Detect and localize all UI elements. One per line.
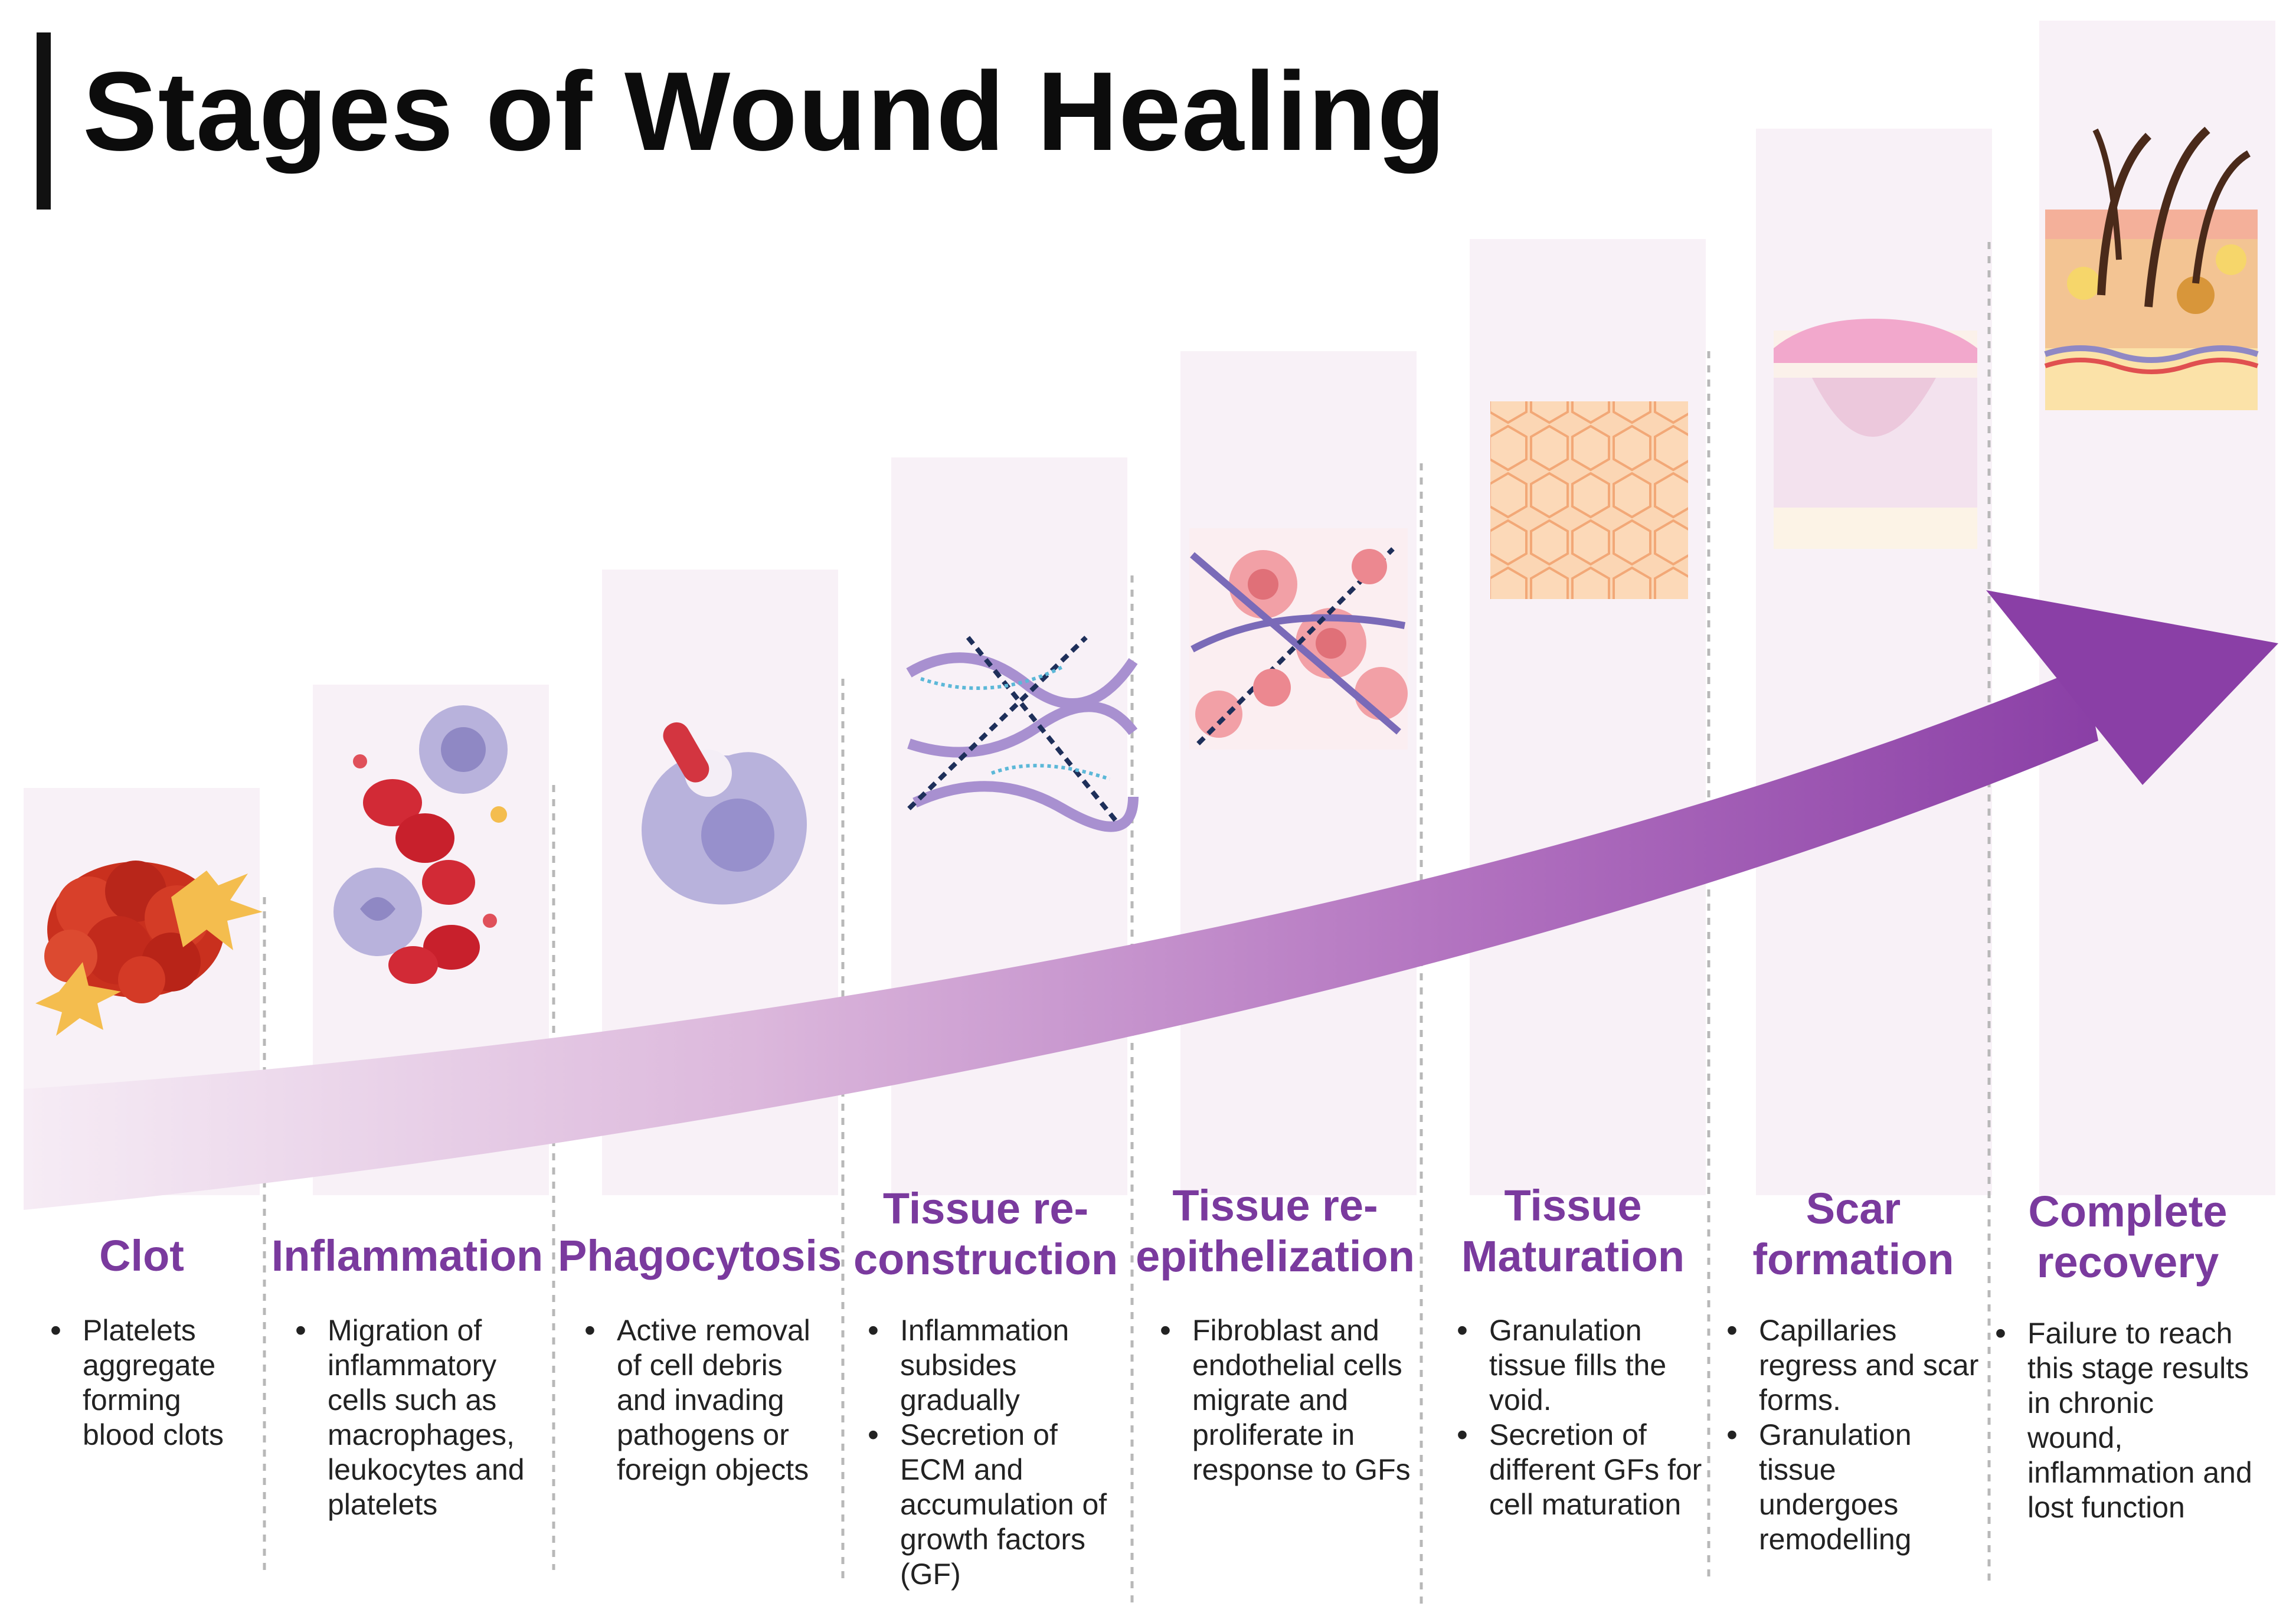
stage-title-line: epithelization	[1136, 1232, 1415, 1281]
stage-bullets-reepithelization: Fibroblast and endothelial cells migrate…	[1160, 1313, 1414, 1487]
stage-bullets-recovery: Failure to reach this stage results in c…	[1995, 1316, 2255, 1525]
stage-title-line: construction	[853, 1235, 1118, 1284]
stage-title-maturation: Tissue Maturation	[1440, 1180, 1706, 1282]
stage-bullets-maturation: Granulation tissue fills the void. Secre…	[1457, 1313, 1705, 1522]
separators	[263, 242, 1991, 1605]
reconstruction-illustration	[906, 636, 1139, 832]
bullet-item: Secretion of different GFs for cell matu…	[1457, 1418, 1705, 1522]
stage-bullets-inflammation: Migration of inflammatory cells such as …	[295, 1313, 543, 1522]
stage-title-line: recovery	[2036, 1238, 2219, 1287]
stage-bullets-scar: Capillaries regress and scar forms. Gran…	[1726, 1313, 1980, 1557]
bullet-item: Migration of inflammatory cells such as …	[295, 1313, 543, 1522]
stage-title-line: Phagocytosis	[558, 1231, 842, 1280]
bullet-item: Inflammation subsides gradually	[868, 1313, 1121, 1418]
stage-panels	[24, 21, 2275, 1195]
title-bar	[37, 32, 51, 210]
stage-title-line: Clot	[99, 1231, 184, 1280]
stage-title-scar: Scar formation	[1723, 1183, 1983, 1285]
stage-title-line: Tissue	[1504, 1181, 1642, 1230]
stage-title-reepithelization: Tissue re- epithelization	[1132, 1180, 1418, 1282]
stage-title-recovery: Complete recovery	[1995, 1186, 2261, 1288]
stage-title-line: Tissue re-	[882, 1184, 1089, 1233]
stage-title-inflammation: Inflammation	[269, 1231, 546, 1281]
stage-bullets-reconstruction: Inflammation subsides gradually Secretio…	[868, 1313, 1121, 1592]
stage-bullets-clot: Platelets aggregate forming blood clots	[50, 1313, 251, 1453]
bullet-item: Active removal of cell debris and invadi…	[584, 1313, 835, 1487]
panel-reepithelization	[1180, 351, 1417, 1195]
stage-title-line: Maturation	[1461, 1232, 1685, 1281]
bullet-item: Capillaries regress and scar forms.	[1726, 1313, 1980, 1418]
stage-title-clot: Clot	[35, 1231, 248, 1281]
stage-bullets-phagocytosis: Active removal of cell debris and invadi…	[584, 1313, 835, 1487]
phagocytosis-illustration	[642, 722, 807, 905]
stage-title-line: Complete	[2028, 1187, 2228, 1236]
bullet-item: Granulation tissue fills the void.	[1457, 1313, 1705, 1418]
stage-title-line: Scar	[1806, 1184, 1901, 1233]
panel-maturation	[1470, 239, 1706, 1195]
bullet-item: Fibroblast and endothelial cells migrate…	[1160, 1313, 1414, 1487]
maturation-illustration	[1490, 401, 1688, 599]
scar-illustration	[1774, 319, 1977, 549]
bullet-item: Failure to reach this stage results in c…	[1995, 1316, 2255, 1525]
stage-title-phagocytosis: Phagocytosis	[558, 1231, 842, 1281]
stage-title-line: formation	[1752, 1235, 1954, 1284]
bullet-item: Granulation tissue undergoes remodelling	[1726, 1418, 1980, 1557]
panel-scar	[1756, 129, 1992, 1195]
page-title: Stages of Wound Healing	[83, 49, 1447, 174]
bullet-item: Platelets aggregate forming blood clots	[50, 1313, 251, 1453]
bullet-item: Secretion of ECM and accumulation of gro…	[868, 1418, 1121, 1592]
skin-illustration	[2044, 126, 2259, 410]
inflammation-illustration	[333, 705, 508, 984]
progress-arrow	[24, 590, 2278, 1210]
stage-title-line: Inflammation	[271, 1231, 544, 1280]
stage-title-reconstruction: Tissue re- construction	[844, 1183, 1127, 1285]
reepithelization-illustration	[1189, 528, 1408, 750]
clot-illustration	[35, 861, 263, 1036]
stage-title-line: Tissue re-	[1172, 1181, 1378, 1230]
